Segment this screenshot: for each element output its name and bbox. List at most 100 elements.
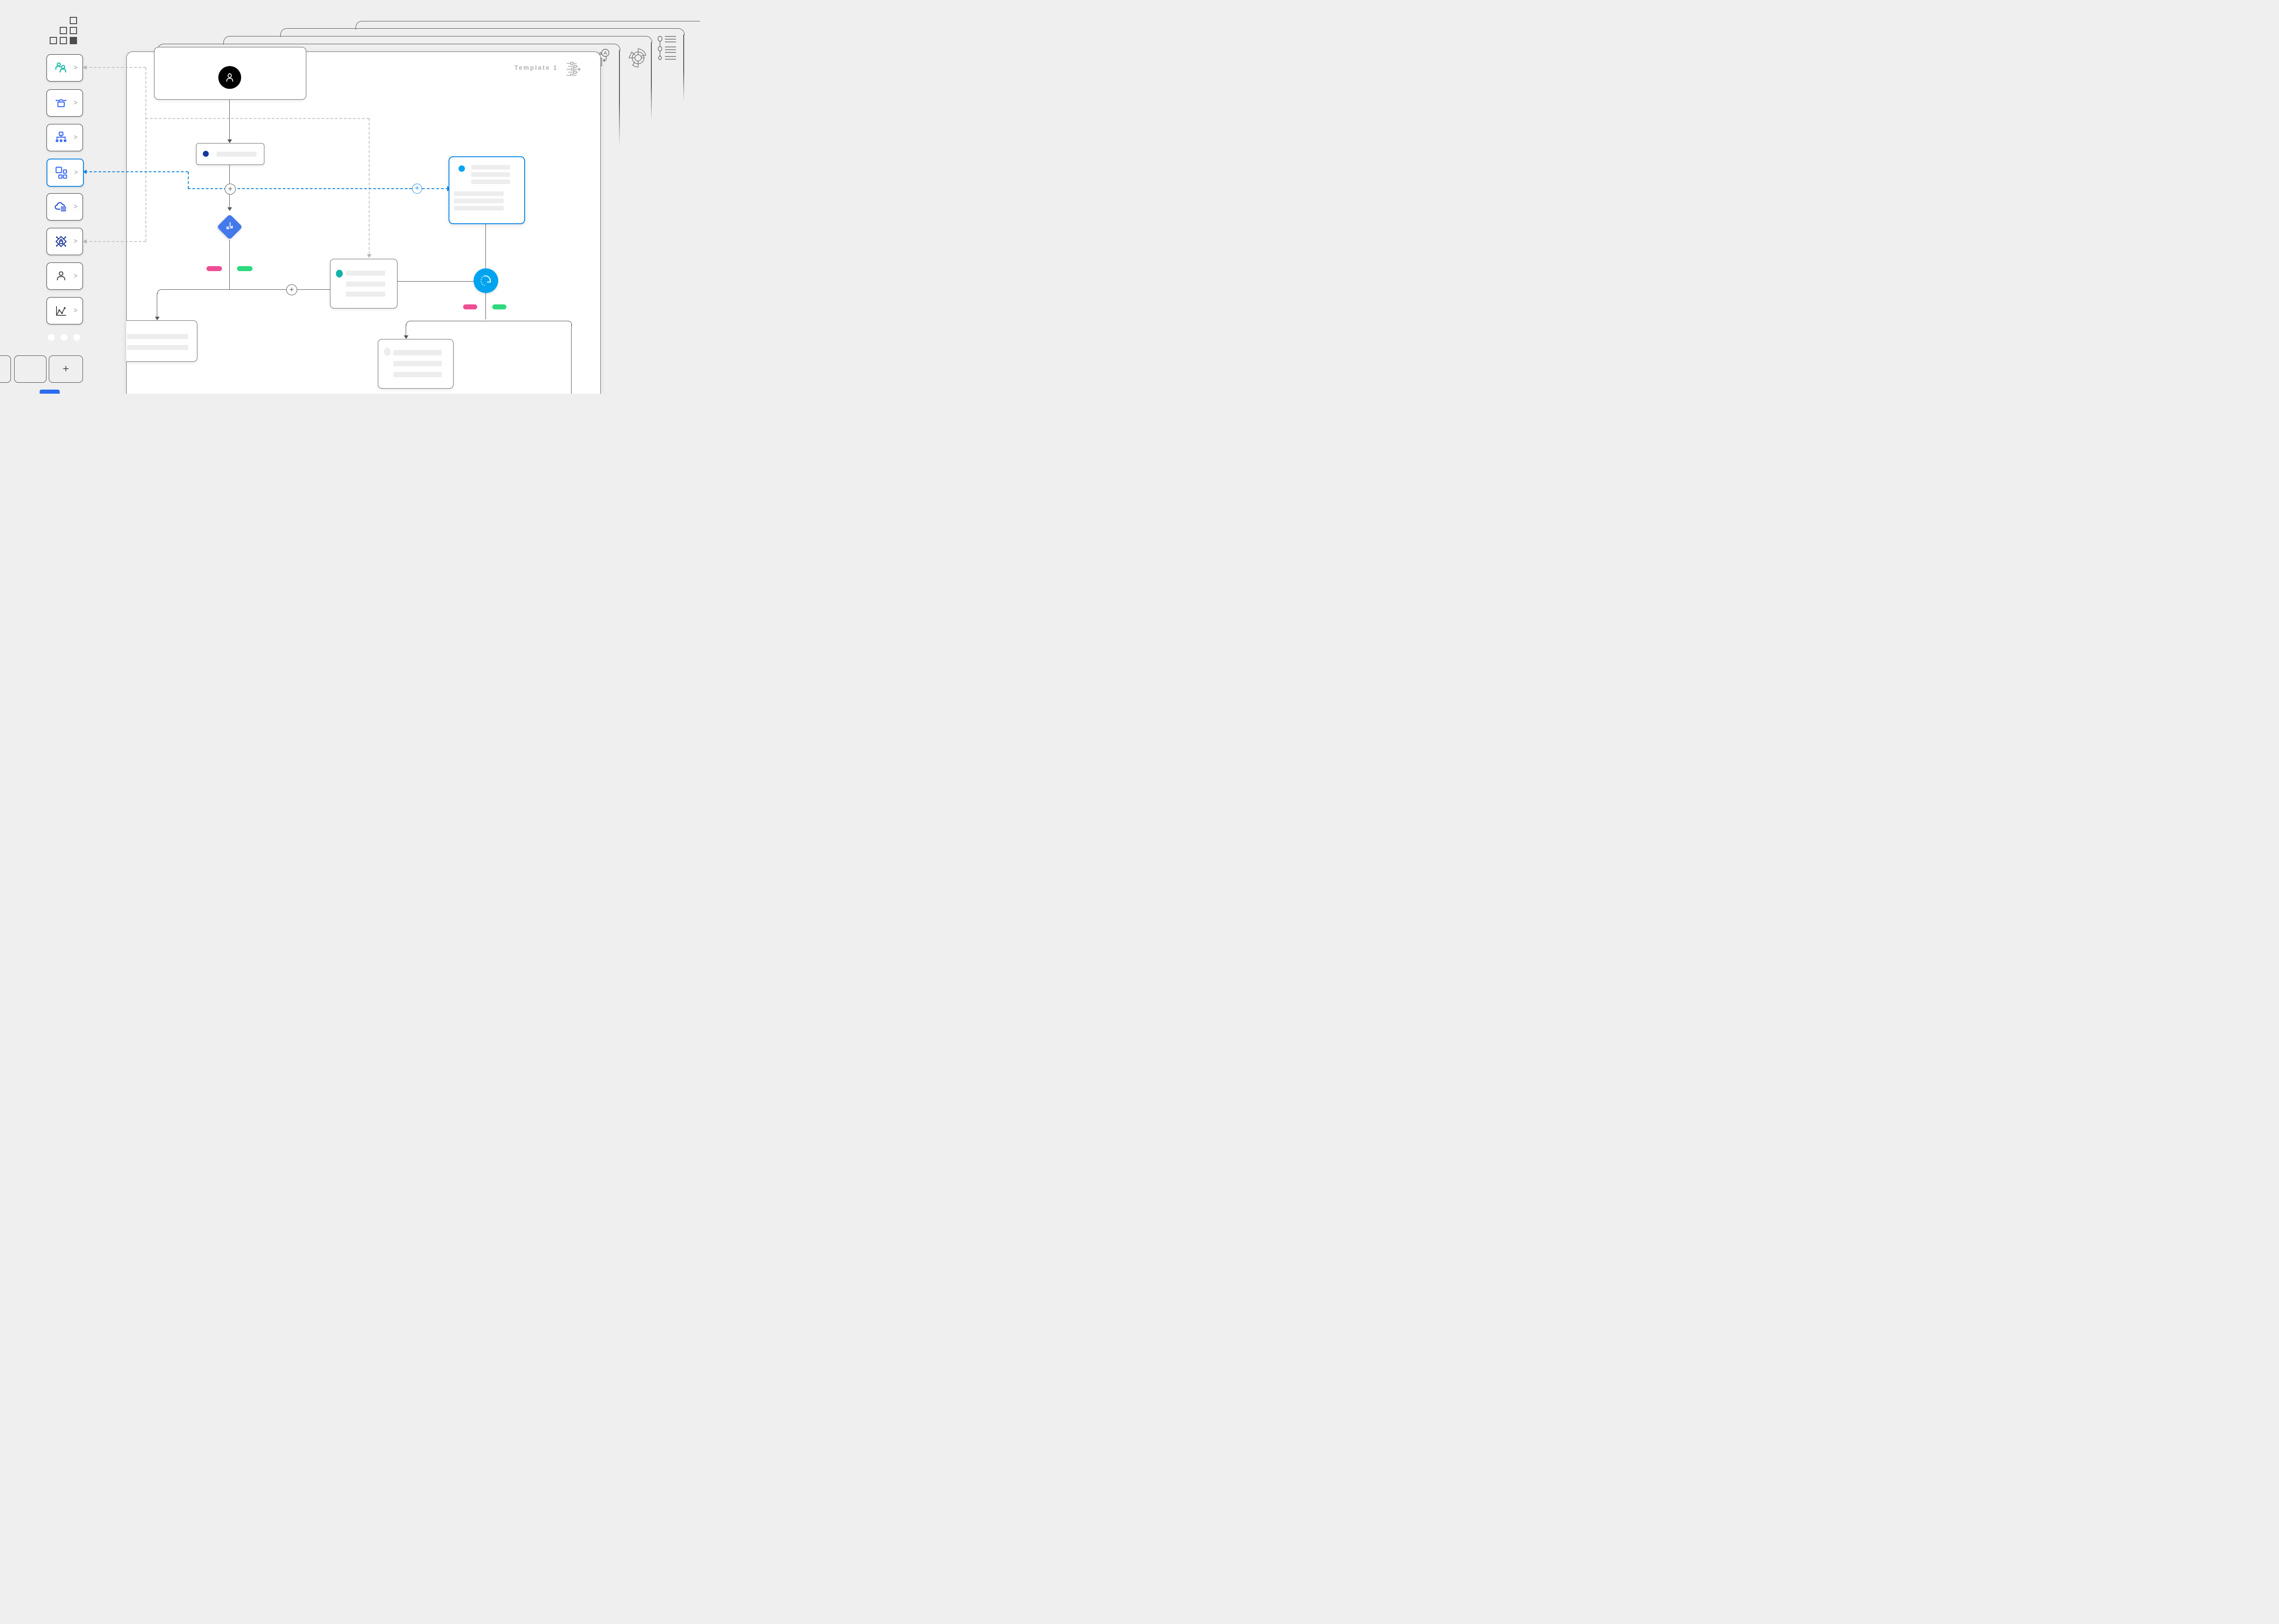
chevron-right-icon: > [73,237,77,245]
org-chart-icon [56,131,67,142]
task-card-teal-dot[interactable] [330,259,397,308]
detail-card-blue[interactable] [449,156,525,224]
add-step-button-2[interactable]: + [286,284,297,295]
text-placeholder [346,271,385,276]
pagination-dot-2[interactable] [61,334,67,341]
security-lock-icon [55,236,67,247]
text-placeholder [127,345,188,350]
arrowhead-into-people-item [83,65,87,70]
sidebar-item-people[interactable]: > [46,54,83,82]
person-icon [226,73,233,82]
connector-loop-down [485,293,486,319]
arrowhead-gray-card [404,335,408,339]
arrowhead-into-components-item [83,170,87,174]
blue-pill-bottom [40,390,60,394]
bottom-slot-clipped[interactable] [0,355,11,383]
add-step-button-blue[interactable]: + [412,184,422,194]
text-placeholder [393,361,442,366]
chevron-right-icon: > [73,202,77,211]
bot-lock-icon [56,99,67,108]
version-list-icon [657,36,677,64]
text-placeholder [454,206,504,211]
people-icon [55,62,67,72]
teal-dot [336,270,343,278]
sidebar-item-user[interactable]: > [46,262,83,290]
chevron-right-icon: > [73,306,77,314]
text-placeholder [454,199,504,203]
blue-dashed-horizontal [188,188,412,189]
add-template-button[interactable]: + [49,355,83,383]
branch-icon [227,222,233,229]
text-placeholder [346,282,385,287]
sidebar-item-components[interactable]: > [46,159,84,187]
template-title: Template 1 [514,64,558,71]
sidebar-item-analytics[interactable]: > [46,297,83,324]
navy-dot [203,151,209,157]
label-pill-green [237,266,253,271]
connector-task-to-plus [229,164,230,184]
sidebar-item-security[interactable]: > [46,228,83,255]
donut-segments-icon [627,46,648,72]
label-pill-green-2 [492,304,506,309]
chevron-right-icon: > [73,272,77,280]
dashed-connector-to-card [369,118,370,254]
start-user-node[interactable] [218,66,241,89]
decision-node[interactable] [217,214,243,240]
blue-dot [459,165,465,172]
text-placeholder [454,191,504,196]
text-placeholder [471,172,510,177]
text-placeholder [346,292,385,297]
branch-line [161,289,330,290]
arrowhead-decision [227,207,232,211]
refresh-icon [480,275,491,286]
add-step-button-1[interactable]: + [225,184,236,195]
sidebar-item-org-chart[interactable]: > [46,124,83,151]
plus-icon: + [62,363,69,375]
label-pill-pink [206,266,222,271]
sidebar-item-bot-security[interactable]: > [46,89,83,117]
arrowhead-into-teal-card [367,254,371,258]
branch-elbow-left [157,289,162,294]
chevron-right-icon: > [74,168,78,176]
sliders-arrow-icon[interactable] [567,62,582,78]
cloud-list-icon [55,202,66,211]
branch2-elbow-right [567,321,572,326]
canvas[interactable] [126,51,601,394]
task-card-left-clipped[interactable] [126,320,197,362]
chevron-right-icon: > [73,63,77,72]
dashed-connector-security [85,241,146,242]
connector-start-to-task [229,99,230,140]
text-placeholder [127,334,188,339]
text-placeholder [471,165,510,170]
blue-dashed-jog [188,172,189,189]
connector-plus-to-decision [229,195,230,207]
text-placeholder [471,180,510,184]
label-pill-pink-2 [463,304,477,309]
connector-teal-to-loop [397,281,474,282]
chevron-right-icon: > [73,133,77,141]
connector-decision-down [229,240,230,290]
text-placeholder [217,152,257,157]
user-icon [57,271,66,280]
dashed-connector-people [85,67,146,68]
loop-node[interactable] [474,268,498,293]
text-placeholder [393,372,442,377]
chevron-right-icon: > [73,98,77,107]
blue-dashed-from-components [85,171,188,172]
task-node-navy[interactable] [196,143,264,165]
blue-dashed-horizontal-2 [422,188,449,189]
task-card-gray-dot[interactable] [378,339,454,389]
pagination-dot-1[interactable] [48,334,55,341]
arrowhead-task [227,139,232,143]
bottom-slot-empty[interactable] [14,355,46,383]
chart-line-icon [56,306,66,316]
connector-right-branch-down [571,324,572,394]
text-placeholder [393,350,442,355]
arrowhead-into-security-item [83,239,87,244]
sidebar-item-cloud-services[interactable]: > [46,193,83,221]
dashed-connector-trunk [145,67,146,242]
connector-bluecard-to-loop [485,222,486,268]
dashed-connector-branch [145,118,369,119]
gray-dot [384,348,391,356]
pagination-dot-3[interactable] [73,334,80,341]
